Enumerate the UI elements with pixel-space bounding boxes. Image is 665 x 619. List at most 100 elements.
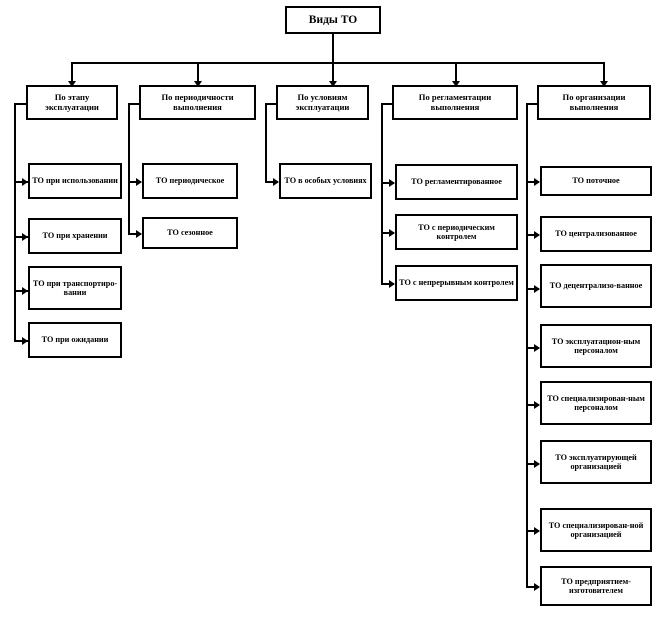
leaf-label-to-ekspluatacionnym-personalom: ТО эксплуатацион-ным персоналом — [551, 336, 641, 355]
leaf-box-to-predpriyatiem-izgotovitelem: ТО предприятием-изготовителем — [540, 566, 652, 606]
arrowhead-organization-1 — [534, 178, 540, 186]
leaf-box-to-potochnoe: ТО поточное — [540, 166, 652, 196]
arrowhead-periodicity-1 — [136, 178, 142, 186]
spine-top-periodicity — [128, 103, 140, 105]
leaf-label-to-pri-hranenii: ТО при хранении — [42, 231, 108, 241]
spine-top-organization — [526, 103, 538, 105]
arrowhead-stage-1 — [22, 178, 28, 186]
tick-regulation-1 — [381, 182, 394, 184]
leaf-label-to-specializirovannoy-organizaciey: ТО специализирован-ной организацией — [548, 520, 644, 539]
arrowhead-organization-5 — [534, 401, 540, 409]
arrowhead-organization-8 — [534, 583, 540, 591]
leaf-label-to-decentralizovannoe: ТО децентрализо-ванное — [549, 281, 643, 291]
tick-periodicity-2 — [128, 233, 141, 235]
leaf-label-to-centralizovannoe: ТО централизованное — [555, 229, 637, 239]
arrow-organization — [600, 81, 608, 87]
root-box-vidy-to: Виды ТО — [285, 6, 381, 34]
leaf-box-to-decentralizovannoe: ТО децентрализо-ванное — [540, 264, 652, 308]
arrowhead-organization-3 — [534, 285, 540, 293]
tick-stage-1 — [14, 181, 28, 183]
leaf-box-to-ekspluatacionnym-personalom: ТО эксплуатацион-ным персоналом — [540, 324, 652, 368]
category-box-regulation: По регламентации выполнения — [392, 85, 518, 120]
category-label-organization: По организации выполнения — [562, 91, 626, 112]
tick-organization-5 — [526, 404, 539, 406]
leaf-box-to-sezonnoe: ТО сезонное — [142, 217, 238, 249]
category-box-organization: По организации выполнения — [537, 85, 651, 120]
leaf-label-to-v-osobyh-usloviyah: ТО в особых условиях — [284, 176, 367, 186]
leaf-box-to-s-nepreryvnym-kontrolem: ТО с непрерывным контролем — [395, 265, 518, 301]
tick-organization-6 — [526, 463, 539, 465]
leaf-label-to-predpriyatiem-izgotovitelem: ТО предприятием-изготовителем — [561, 576, 631, 595]
arrow-regulation — [452, 81, 460, 87]
leaf-box-to-pri-ispolzovanii: ТО при использовании — [28, 163, 122, 199]
arrowhead-organization-7 — [534, 527, 540, 535]
arrowhead-organization-2 — [534, 231, 540, 239]
tick-organization-1 — [526, 181, 539, 183]
tick-regulation-2 — [381, 232, 394, 234]
spine-top-conditions — [265, 103, 277, 105]
arrow-stage — [68, 81, 76, 87]
tick-regulation-3 — [381, 283, 394, 285]
arrow-periodicity — [194, 81, 202, 87]
root-stem — [332, 34, 334, 62]
leaf-box-to-v-osobyh-usloviyah: ТО в особых условиях — [279, 163, 372, 199]
leaf-box-to-centralizovannoe: ТО централизованное — [540, 216, 652, 252]
spine-periodicity — [128, 103, 130, 233]
drop-conditions — [332, 62, 334, 83]
leaf-box-to-pri-transportirovanii: ТО при транспортиро-вании — [28, 266, 122, 310]
tick-periodicity-1 — [128, 181, 141, 183]
arrowhead-stage-4 — [22, 337, 28, 345]
arrow-conditions — [329, 81, 337, 87]
arrowhead-stage-2 — [22, 233, 28, 241]
tick-organization-3 — [526, 288, 539, 290]
category-box-conditions: По условиям эксплуатации — [276, 85, 369, 120]
arrowhead-regulation-2 — [389, 229, 395, 237]
category-label-periodicity: По периодичности выполнения — [161, 91, 234, 112]
leaf-label-to-periodicheskoe: ТО периодическое — [155, 176, 225, 186]
tick-organization-7 — [526, 530, 539, 532]
leaf-label-to-pri-ispolzovanii: ТО при использовании — [32, 176, 118, 186]
leaf-box-to-pri-hranenii: ТО при хранении — [28, 218, 122, 254]
leaf-label-to-potochnoe: ТО поточное — [572, 176, 620, 186]
leaf-box-to-specializirovannym-personalom: ТО специализирован-ным персоналом — [540, 381, 652, 425]
leaf-label-to-sezonnoe: ТО сезонное — [167, 228, 213, 238]
leaf-box-to-specializirovannoy-organizaciey: ТО специализирован-ной организацией — [540, 508, 652, 552]
tick-organization-2 — [526, 234, 539, 236]
tick-organization-8 — [526, 586, 539, 588]
leaf-box-to-ekspluatiruyushchey-organizaciey: ТО эксплуатирующей организацией — [540, 440, 652, 484]
leaf-label-to-s-periodicheskim-kontrolem: ТО с периодическим контролем — [418, 222, 495, 241]
category-box-stage: По этапу эксплуатации — [26, 85, 118, 120]
arrowhead-organization-4 — [534, 344, 540, 352]
category-label-conditions: По условиям эксплуатации — [295, 91, 350, 112]
arrowhead-regulation-3 — [389, 280, 395, 288]
leaf-box-to-periodicheskoe: ТО периодическое — [142, 163, 238, 199]
drop-stage — [71, 62, 73, 83]
tick-conditions-1 — [265, 181, 278, 183]
drop-regulation — [455, 62, 457, 83]
tick-stage-3 — [14, 290, 28, 292]
spine-regulation — [381, 103, 383, 283]
arrowhead-stage-3 — [22, 287, 28, 295]
category-box-periodicity: По периодичности выполнения — [139, 85, 256, 120]
category-label-regulation: По регламентации выполнения — [418, 91, 492, 112]
drop-organization — [603, 62, 605, 83]
leaf-label-to-reglamentirovannoe: ТО регламентированное — [411, 177, 502, 187]
tick-organization-4 — [526, 347, 539, 349]
category-label-stage: По этапу эксплуатации — [45, 91, 99, 112]
tick-stage-2 — [14, 236, 28, 238]
spine-stage — [14, 103, 16, 340]
arrowhead-organization-6 — [534, 460, 540, 468]
arrowhead-regulation-1 — [389, 179, 395, 187]
arrowhead-periodicity-2 — [136, 230, 142, 238]
leaf-label-to-pri-transportirovanii: ТО при транспортиро-вании — [32, 278, 118, 297]
spine-top-regulation — [381, 103, 393, 105]
drop-periodicity — [197, 62, 199, 83]
leaf-box-to-pri-ozhidanii: ТО при ожидании — [28, 322, 122, 358]
leaf-box-to-s-periodicheskim-kontrolem: ТО с периодическим контролем — [395, 214, 518, 250]
leaf-label-to-specializirovannym-personalom: ТО специализирован-ным персоналом — [547, 393, 645, 412]
arrowhead-conditions-1 — [273, 178, 279, 186]
root-box-label: Виды ТО — [308, 13, 358, 26]
level1-bus — [71, 62, 605, 64]
leaf-label-to-ekspluatiruyushchey-organizaciey: ТО эксплуатирующей организацией — [555, 452, 637, 471]
spine-organization — [526, 103, 528, 586]
